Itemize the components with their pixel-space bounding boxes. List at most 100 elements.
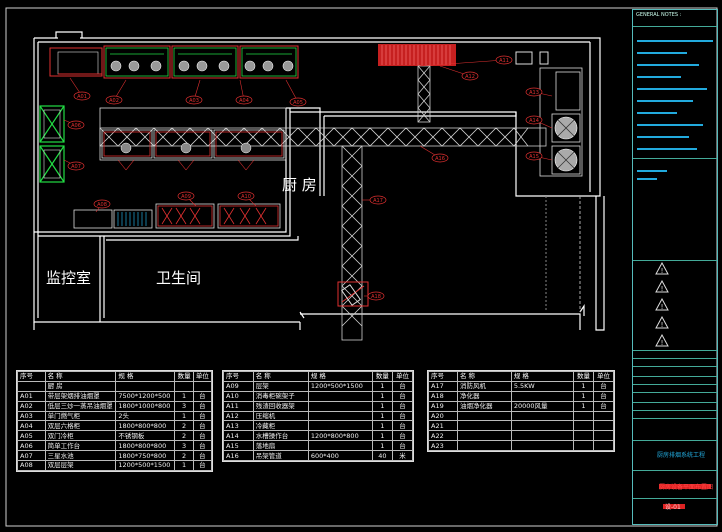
table-cell: 名 称	[44, 371, 117, 382]
table-cell: 双门冷柜	[44, 430, 117, 442]
table-cell: A09	[223, 380, 254, 392]
svg-text:!: !	[661, 321, 664, 329]
table-cell: 1200*800*800	[307, 430, 373, 442]
table-cell: 油烟净化器	[456, 400, 512, 412]
warning-icon: !	[655, 334, 669, 347]
table-cell	[307, 420, 373, 432]
table-cell: A03	[17, 410, 46, 422]
table-cell: 名 称	[252, 371, 309, 382]
table-cell: 3	[174, 440, 194, 452]
table-cell: A23	[428, 440, 458, 452]
table-cell: 规 格	[307, 371, 373, 382]
burner-circles	[110, 60, 294, 72]
exhaust-duct	[417, 65, 431, 123]
table-header-row: 序号名 称规 格数量单位	[17, 371, 213, 382]
table-cell: 台	[192, 440, 213, 452]
callout-bubble	[525, 87, 543, 97]
table-cell: A22	[428, 430, 458, 442]
table-cell: 落地扇	[252, 440, 309, 452]
table-cell: 序号	[428, 371, 458, 382]
warning-icon: !	[655, 298, 669, 311]
warning-icon: !	[655, 280, 669, 293]
table-cell: 1	[371, 440, 393, 452]
table-cell	[456, 440, 512, 452]
table-cell: 三星水池	[44, 450, 117, 462]
drawing-title: 厨房设备平面布置图	[659, 484, 714, 491]
bottom-counters	[73, 203, 281, 229]
table-cell: 单位	[391, 371, 414, 382]
table-cell: 台	[391, 380, 414, 392]
callout-bubble	[93, 199, 111, 209]
main-horizontal-duct	[99, 127, 547, 147]
table-cell: 1	[371, 380, 393, 392]
table-cell: A18	[428, 390, 458, 402]
table-cell	[456, 420, 512, 432]
callout-bubble	[73, 91, 91, 101]
table-cell: 双层六格柜	[44, 420, 117, 432]
table-cell: 1	[174, 390, 194, 402]
callout-label: A10	[241, 194, 251, 200]
table-cell: 厨 房	[44, 380, 117, 392]
table-cell: 台	[192, 420, 213, 432]
mid-hoods	[99, 107, 287, 161]
callout-label: A12	[465, 74, 475, 80]
table-cell	[572, 440, 594, 452]
warning-icon: !	[655, 316, 669, 329]
svg-text:!: !	[661, 285, 664, 293]
table-cell	[572, 420, 594, 432]
project-name: 厨房排烟系统工程	[657, 452, 706, 459]
table-cell	[592, 430, 615, 442]
table-cell: 600*400	[307, 450, 373, 462]
table-cell: 数量	[572, 371, 594, 382]
callout-label: A13	[529, 90, 539, 96]
svg-text:!: !	[661, 339, 664, 347]
table-cell: 1800*800*800	[115, 440, 176, 452]
table-cell	[572, 430, 594, 442]
callout-label: A05	[293, 100, 303, 106]
callout-bubble	[177, 191, 195, 201]
table-cell: 2	[174, 420, 194, 432]
building-walls	[33, 31, 605, 331]
table-cell: 简单工作台	[44, 440, 117, 452]
table-cell: A15	[223, 440, 254, 452]
table-cell: A02	[17, 400, 46, 412]
table-cell	[456, 430, 512, 442]
callout-label: A14	[529, 118, 539, 124]
table-header-row: 序号名 称规 格数量单位	[223, 371, 414, 382]
table-cell	[17, 380, 46, 392]
callout-label: A18	[371, 294, 381, 300]
table-row: A23	[428, 440, 615, 452]
table-cell	[592, 420, 615, 432]
callout-label: A17	[373, 198, 383, 204]
table-cell: 台	[391, 410, 414, 422]
table-cell: 米	[391, 450, 414, 462]
vertical-duct	[341, 145, 363, 341]
table-cell: 台	[192, 410, 213, 422]
table-cell	[592, 440, 615, 452]
table-cell: 1	[371, 400, 393, 412]
callout-bubble	[237, 191, 255, 201]
table-cell: A17	[428, 380, 458, 392]
table-cell: 净化器	[456, 390, 512, 402]
table-cell	[572, 410, 594, 422]
svg-text:!: !	[661, 303, 664, 311]
table-cell: 单位	[592, 371, 615, 382]
table-cell: A06	[17, 440, 46, 452]
callout-bubble	[185, 95, 203, 105]
table-cell: 1	[572, 400, 594, 412]
callout-bubble	[367, 291, 385, 301]
table-cell: 数量	[371, 371, 393, 382]
table-cell: 40	[371, 450, 393, 462]
